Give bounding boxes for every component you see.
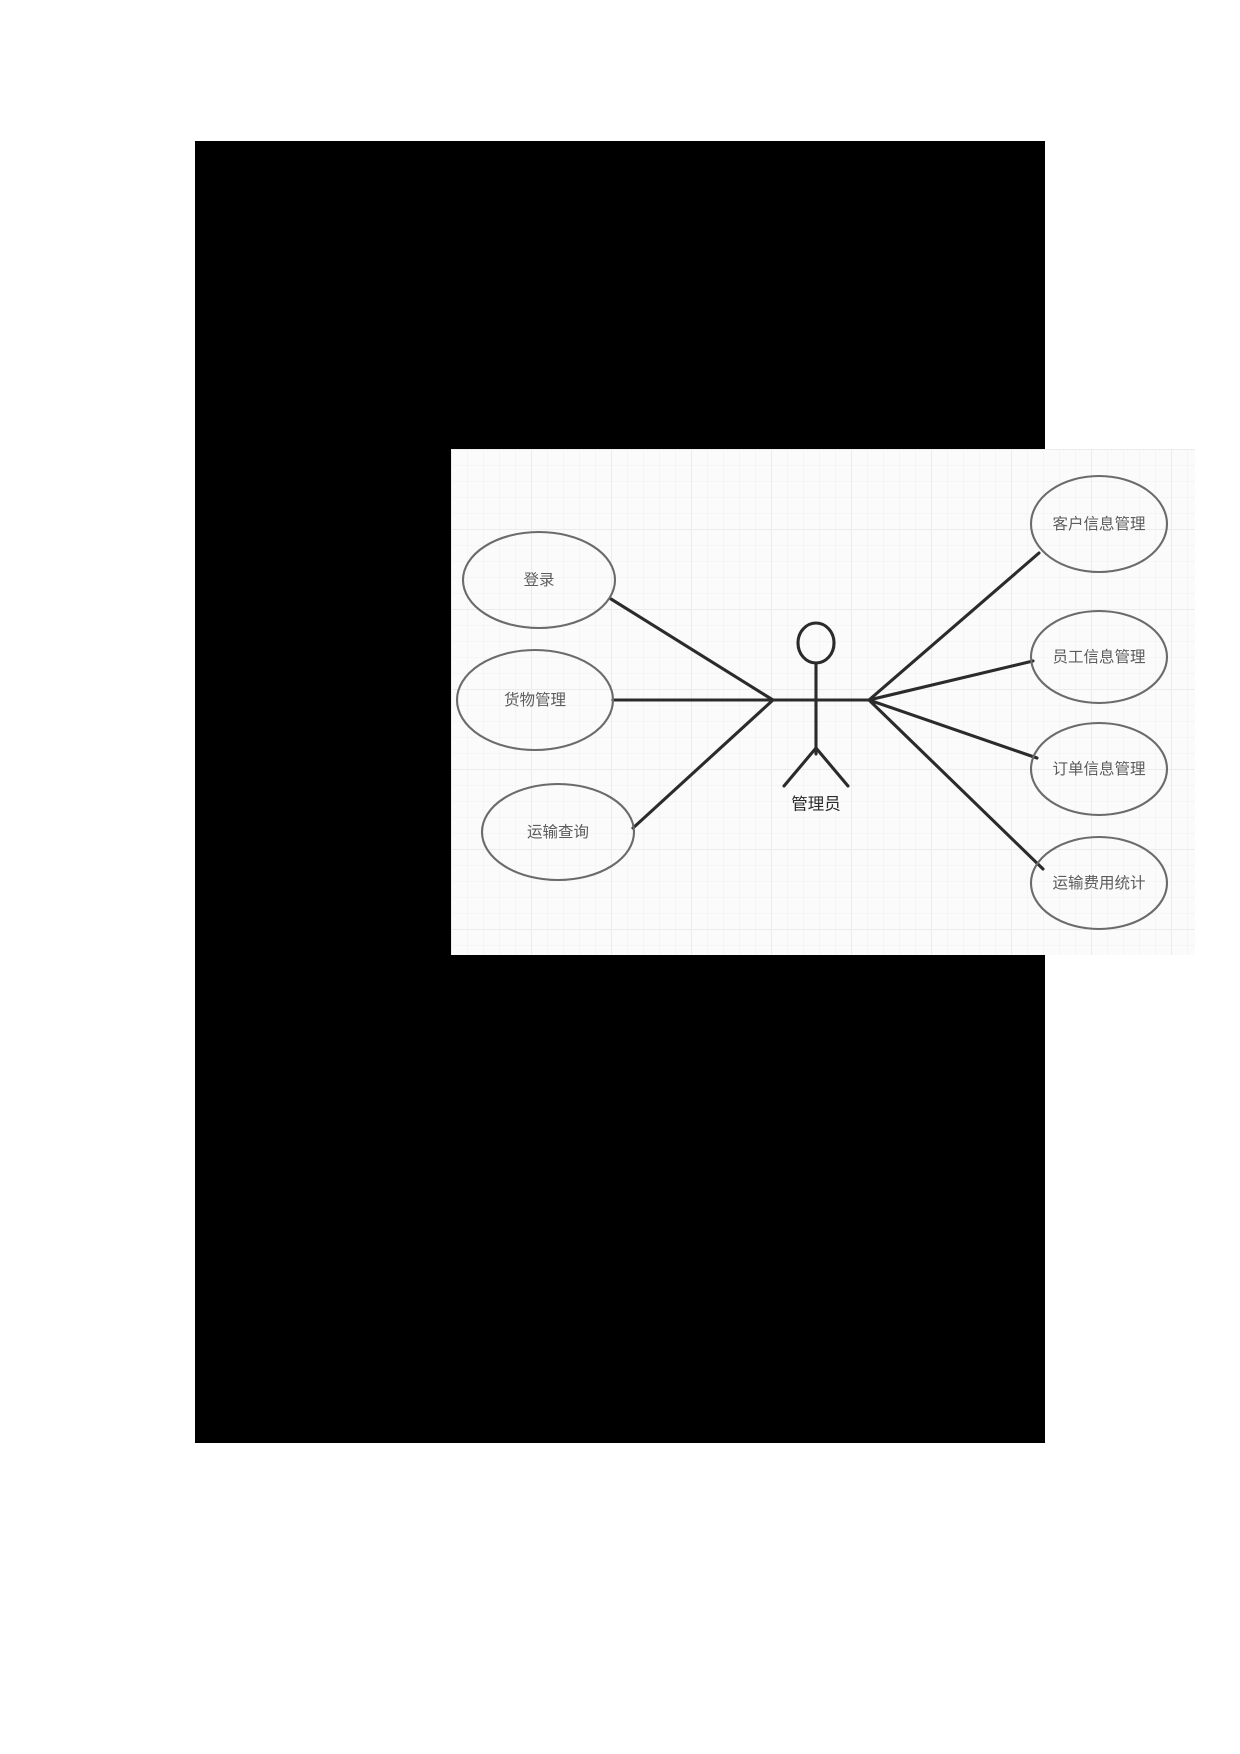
use-case-label: 员工信息管理 bbox=[1052, 648, 1145, 666]
use-case-label: 客户信息管理 bbox=[1052, 515, 1145, 533]
use-case-diagram: 登录 货物管理 运输查询 客户信息管理 bbox=[455, 474, 1169, 931]
use-case-ellipse[interactable] bbox=[455, 648, 615, 752]
actor-left-leg-icon bbox=[782, 746, 818, 788]
use-case-label: 运输查询 bbox=[527, 823, 589, 841]
use-case-ellipse[interactable] bbox=[480, 782, 636, 882]
embedded-image-block: 登录 货物管理 运输查询 客户信息管理 bbox=[195, 141, 1195, 1443]
use-case-login[interactable]: 登录 bbox=[461, 530, 617, 630]
actor-right-leg-icon bbox=[814, 746, 850, 788]
use-case-label: 运输费用统计 bbox=[1052, 874, 1145, 892]
assoc-line-transport-query[interactable] bbox=[631, 698, 775, 830]
use-case-order-info-management[interactable]: 订单信息管理 bbox=[1029, 721, 1169, 817]
assoc-line-customer-info[interactable] bbox=[867, 551, 1041, 702]
use-case-label: 登录 bbox=[523, 571, 554, 589]
assoc-line-shipping-cost-stats[interactable] bbox=[867, 698, 1045, 871]
use-case-employee-info-management[interactable]: 员工信息管理 bbox=[1029, 609, 1169, 705]
use-case-customer-info-management[interactable]: 客户信息管理 bbox=[1029, 474, 1169, 574]
use-case-cargo-management[interactable]: 货物管理 bbox=[455, 648, 615, 752]
actor-label: 管理员 bbox=[791, 794, 841, 813]
use-case-label: 货物管理 bbox=[504, 691, 566, 709]
use-case-shipping-cost-statistics[interactable]: 运输费用统计 bbox=[1029, 835, 1169, 931]
left-use-case-group: 登录 货物管理 运输查询 bbox=[455, 530, 636, 882]
association-lines bbox=[609, 551, 1045, 871]
assoc-line-employee-info[interactable] bbox=[867, 659, 1035, 702]
use-case-ellipse[interactable] bbox=[1029, 835, 1169, 931]
actor-administrator[interactable]: 管理员 bbox=[782, 621, 850, 813]
assoc-line-login[interactable] bbox=[609, 597, 775, 702]
use-case-ellipse[interactable] bbox=[1029, 609, 1169, 705]
use-case-ellipse[interactable] bbox=[461, 530, 617, 630]
use-case-transport-query[interactable]: 运输查询 bbox=[480, 782, 636, 882]
actor-head-icon bbox=[796, 621, 836, 665]
use-case-label: 订单信息管理 bbox=[1052, 760, 1145, 778]
assoc-line-order-info[interactable] bbox=[867, 698, 1039, 760]
use-case-ellipse[interactable] bbox=[1029, 721, 1169, 817]
right-use-case-group: 客户信息管理 员工信息管理 订单信息管理 运输费用统计 bbox=[1029, 474, 1169, 931]
use-case-ellipse[interactable] bbox=[1029, 474, 1169, 574]
use-case-diagram-canvas: 登录 货物管理 运输查询 客户信息管理 bbox=[451, 449, 1195, 955]
